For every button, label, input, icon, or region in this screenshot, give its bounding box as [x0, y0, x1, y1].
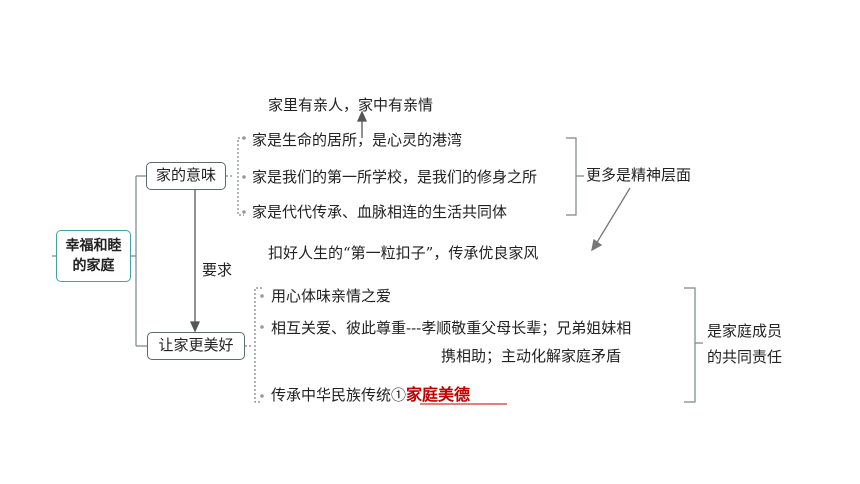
meaning-summary: 更多是精神层面	[586, 166, 692, 184]
meaning-item-1: 家是生命的居所，是心灵的港湾	[252, 131, 463, 149]
root-node: 幸福和睦 的家庭	[56, 230, 131, 282]
top-note: 家里有亲人，家中有亲情	[268, 96, 434, 114]
meaning-item-2: 家是我们的第一所学校，是我们的修身之所	[252, 168, 538, 186]
root-line2: 的家庭	[72, 258, 115, 274]
better-item-2a: 相互关爱、彼此尊重---孝顺敬重父母长辈；兄弟姐妹相	[271, 319, 632, 337]
meaning-right-bracket	[566, 137, 584, 216]
better-item-3: 传承中华民族传统①家庭美德	[271, 385, 471, 405]
answer-text: 家庭美德	[406, 385, 471, 404]
meaning-note: 扣好人生的“第一粒扣子”，传承优良家风	[268, 244, 539, 262]
meaning-left-bracket	[226, 137, 244, 216]
better-right-bracket	[684, 287, 703, 403]
better-item-1: 用心体味亲情之爱	[271, 287, 392, 305]
meaning-item-3: 家是代代传承、血脉相连的生活共同体	[252, 203, 508, 221]
node-meaning: 家的意味	[146, 162, 226, 190]
better-item-2b: 携相助；主动化解家庭矛盾	[441, 347, 622, 365]
better-summary-line1: 是家庭成员	[707, 322, 783, 340]
root-bracket	[131, 175, 147, 347]
node-better: 让家更美好	[147, 332, 245, 360]
better-left-bracket	[245, 287, 262, 403]
better-summary-line2: 的共同责任	[707, 348, 783, 366]
require-label: 要求	[202, 261, 233, 279]
root-line1: 幸福和睦	[65, 238, 122, 254]
better-item-3-prefix: 传承中华民族传统①	[271, 386, 407, 404]
